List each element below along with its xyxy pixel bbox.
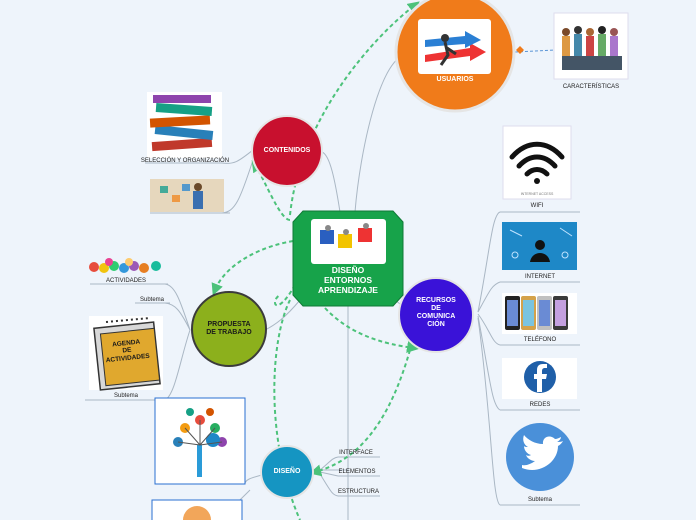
emoji-image [89,258,161,273]
elementos-label: ELEMENTOS [338,469,376,475]
propuesta-line-2: DE TRABAJO [206,329,252,337]
emoji-icon [89,258,161,273]
recursos-subtema: Subtema [527,497,552,503]
caracteristicas-label: CARACTERÍSTICAS [562,84,620,90]
books-icon [149,95,214,152]
recursos-line-3: COMUNICA [416,313,456,321]
wifi-icon [509,141,565,184]
connector-lines [85,49,580,520]
gear-icon [183,506,211,520]
agenda-image [89,316,163,391]
seleccion-label: SELECCIÓN Y ORGANIZACIÓN [140,158,230,164]
propuesta-node[interactable] [191,291,267,367]
facebook-image [502,358,577,399]
central-line-3: APRENDIZAJE [318,284,378,295]
wifi-caption: INTERNET ACCESS [520,192,554,196]
books-image [147,92,222,158]
phone-icon [505,296,568,330]
estructura-label: ESTRUCTURA [338,489,380,495]
agenda-icon [93,317,161,391]
internet-image [502,222,577,270]
arrows-icon [425,31,486,66]
propuesta-label: PROPUESTA DE TRABAJO [194,321,264,337]
recursos-node[interactable] [398,277,474,353]
propuesta-subtema-1: Subtema [139,297,164,303]
contenidos-node[interactable] [251,115,323,187]
redes-label: REDES [529,402,551,408]
contenidos-label: CONTENIDOS [263,147,311,154]
twitter-image [506,423,574,491]
orange-dot-icon [516,46,524,54]
internet-label: INTERNET [525,274,555,280]
gear-image [151,499,243,520]
central-line-2: ENTORNOS [323,274,373,285]
recursos-label: RECURSOS DE COMUNICA CIÓN [401,297,471,329]
recursos-line-1: RECURSOS [416,297,456,304]
central-line-1: DISEÑO [331,265,365,275]
interface-label: INTERFACE [339,450,373,456]
wifi-image [502,125,572,200]
telefono-label: TELÉFONO [523,337,557,343]
recursos-line-4: CIÓN [427,321,445,329]
propuesta-line-1: PROPUESTA [207,321,251,328]
phone-image [502,293,577,334]
teacher-image [150,179,224,212]
facebook-icon [524,361,556,393]
teacher-icon [160,183,203,209]
people-image [553,12,629,80]
diseno-label: DISEÑO [273,468,301,475]
diseno-node[interactable] [260,445,314,499]
usuarios-node[interactable] [394,0,516,113]
recursos-line-2: DE [431,305,441,313]
actividades-label: ACTIVIDADES [105,278,146,284]
internet-icon [509,227,573,262]
central-title: DISEÑO ENTORNOS APRENDIZAJE [298,265,398,295]
central-node[interactable] [292,210,404,307]
twitter-icon [506,423,574,491]
usuarios-label: USUARIOS [436,76,474,83]
puzzle-icon [320,223,372,248]
tree-icon [173,408,227,477]
propuesta-subtema-2: Subtema [113,393,138,399]
tree-image [154,397,246,485]
people-icon [562,26,622,70]
wifi-label: WIFI [530,203,544,209]
